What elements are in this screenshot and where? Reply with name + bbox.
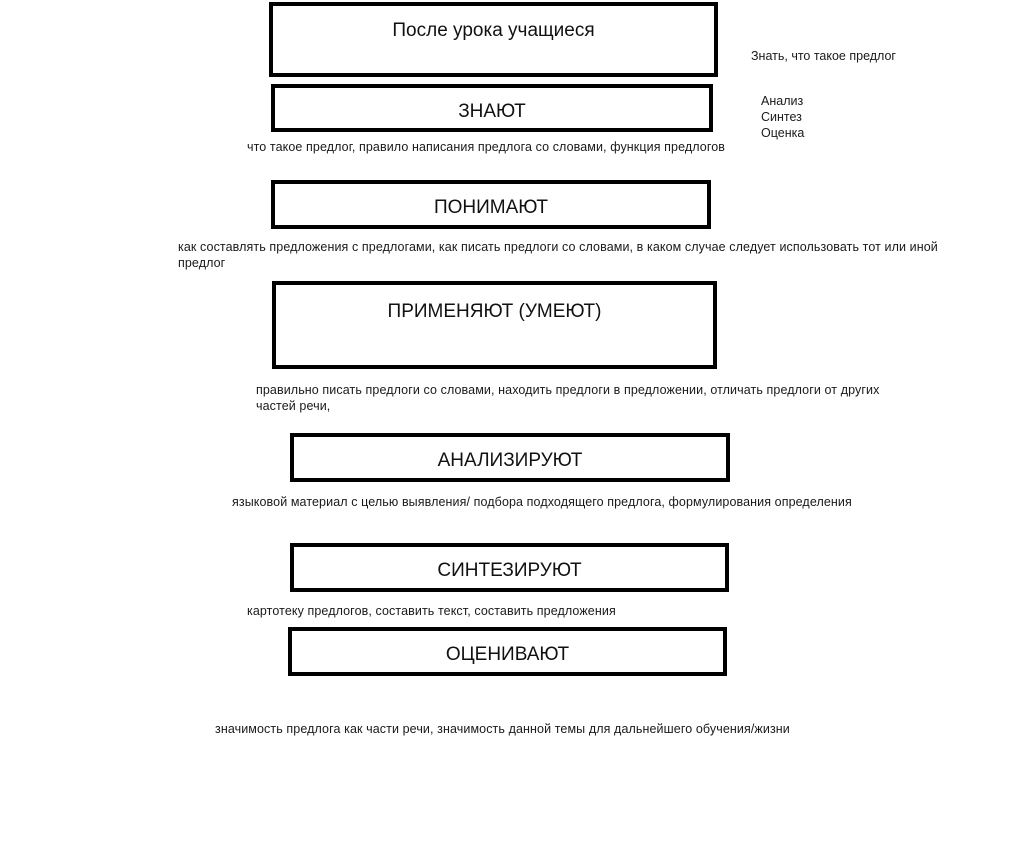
box-label-understand: ПОНИМАЮТ bbox=[433, 197, 549, 218]
box-label-apply: ПРИМЕНЯЮТ (УМЕЮТ) bbox=[387, 301, 602, 322]
caption-know: что такое предлог, правило написания пре… bbox=[247, 140, 726, 154]
caption-apply: правильно писать предлоги со словами, на… bbox=[256, 383, 880, 413]
side-list-item-synthesis: Синтез bbox=[761, 110, 802, 124]
box-analyze: АНАЛИЗИРУЮТ bbox=[290, 433, 730, 482]
side-list-item-analysis: Анализ bbox=[761, 94, 804, 108]
side-note-know-preposition: Знать, что такое предлог bbox=[751, 49, 896, 63]
caption-evaluate: значимость предлога как части речи, знач… bbox=[215, 722, 790, 736]
caption-understand: как составлять предложения с предлогами,… bbox=[178, 240, 938, 270]
box-after-lesson: После урока учащиеся bbox=[269, 2, 718, 77]
box-apply: ПРИМЕНЯЮТ (УМЕЮТ) bbox=[272, 281, 717, 369]
caption-analyze: языковой материал с целью выявления/ под… bbox=[232, 495, 852, 509]
box-label-analyze: АНАЛИЗИРУЮТ bbox=[437, 450, 583, 471]
box-label-know: ЗНАЮТ bbox=[458, 101, 526, 122]
box-label-synthesize: СИНТЕЗИРУЮТ bbox=[437, 560, 582, 581]
caption-synthesize: картотеку предлогов, составить текст, со… bbox=[247, 604, 616, 618]
box-know: ЗНАЮТ bbox=[271, 84, 713, 132]
side-list-item-evaluation: Оценка bbox=[761, 126, 805, 140]
box-label-after-lesson: После урока учащиеся bbox=[392, 20, 595, 41]
box-evaluate: ОЦЕНИВАЮТ bbox=[288, 627, 727, 676]
side-list-bloom-levels: Анализ Синтез Оценка bbox=[761, 93, 804, 141]
box-synthesize: СИНТЕЗИРУЮТ bbox=[290, 543, 729, 592]
box-understand: ПОНИМАЮТ bbox=[271, 180, 711, 229]
box-label-evaluate: ОЦЕНИВАЮТ bbox=[445, 644, 570, 665]
